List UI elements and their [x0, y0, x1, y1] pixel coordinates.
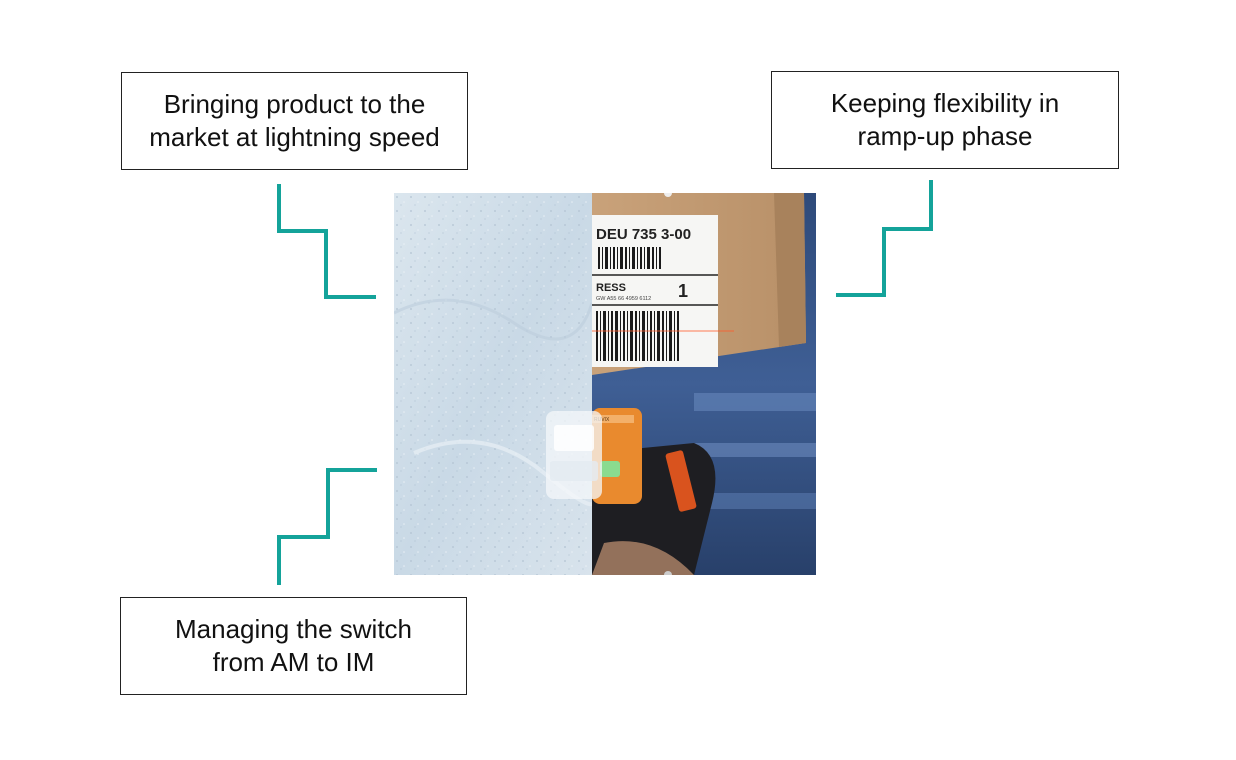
label-small-print: GW A55 66 4959 6112 — [596, 296, 651, 302]
label-code: DEU 735 3-00 — [596, 226, 691, 243]
photo-illustration: DEU 735 3-00 RESS 1 GW A55 66 4959 6112 — [394, 193, 816, 575]
callout-flexibility: Keeping flexibility in ramp-up phase — [771, 71, 1119, 169]
barcode-top — [598, 247, 661, 269]
central-photo: DEU 735 3-00 RESS 1 GW A55 66 4959 6112 — [394, 193, 816, 575]
connector-top-left — [277, 184, 376, 299]
label-field: RESS — [596, 282, 626, 294]
callout-am-to-im-line1: Managing the switch — [174, 614, 413, 644]
callout-am-to-im: Managing the switch from AM to IM — [120, 597, 467, 695]
connector-top-right — [836, 180, 933, 297]
callout-time-to-market-line1: Bringing product to the — [163, 89, 426, 119]
scanner-ghost — [546, 411, 602, 499]
callout-flexibility-line1: Keeping flexibility in — [830, 88, 1060, 118]
callout-time-to-market-line2: market at lightning speed — [149, 122, 440, 152]
callout-flexibility-line2: ramp-up phase — [857, 121, 1033, 151]
scanner-device — [592, 408, 642, 504]
callout-am-to-im-line2: from AM to IM — [212, 647, 375, 677]
label-number: 1 — [678, 281, 688, 301]
barcode-bottom — [596, 311, 679, 361]
connector-bottom-left — [277, 468, 377, 585]
callout-time-to-market: Bringing product to the market at lightn… — [121, 72, 468, 170]
